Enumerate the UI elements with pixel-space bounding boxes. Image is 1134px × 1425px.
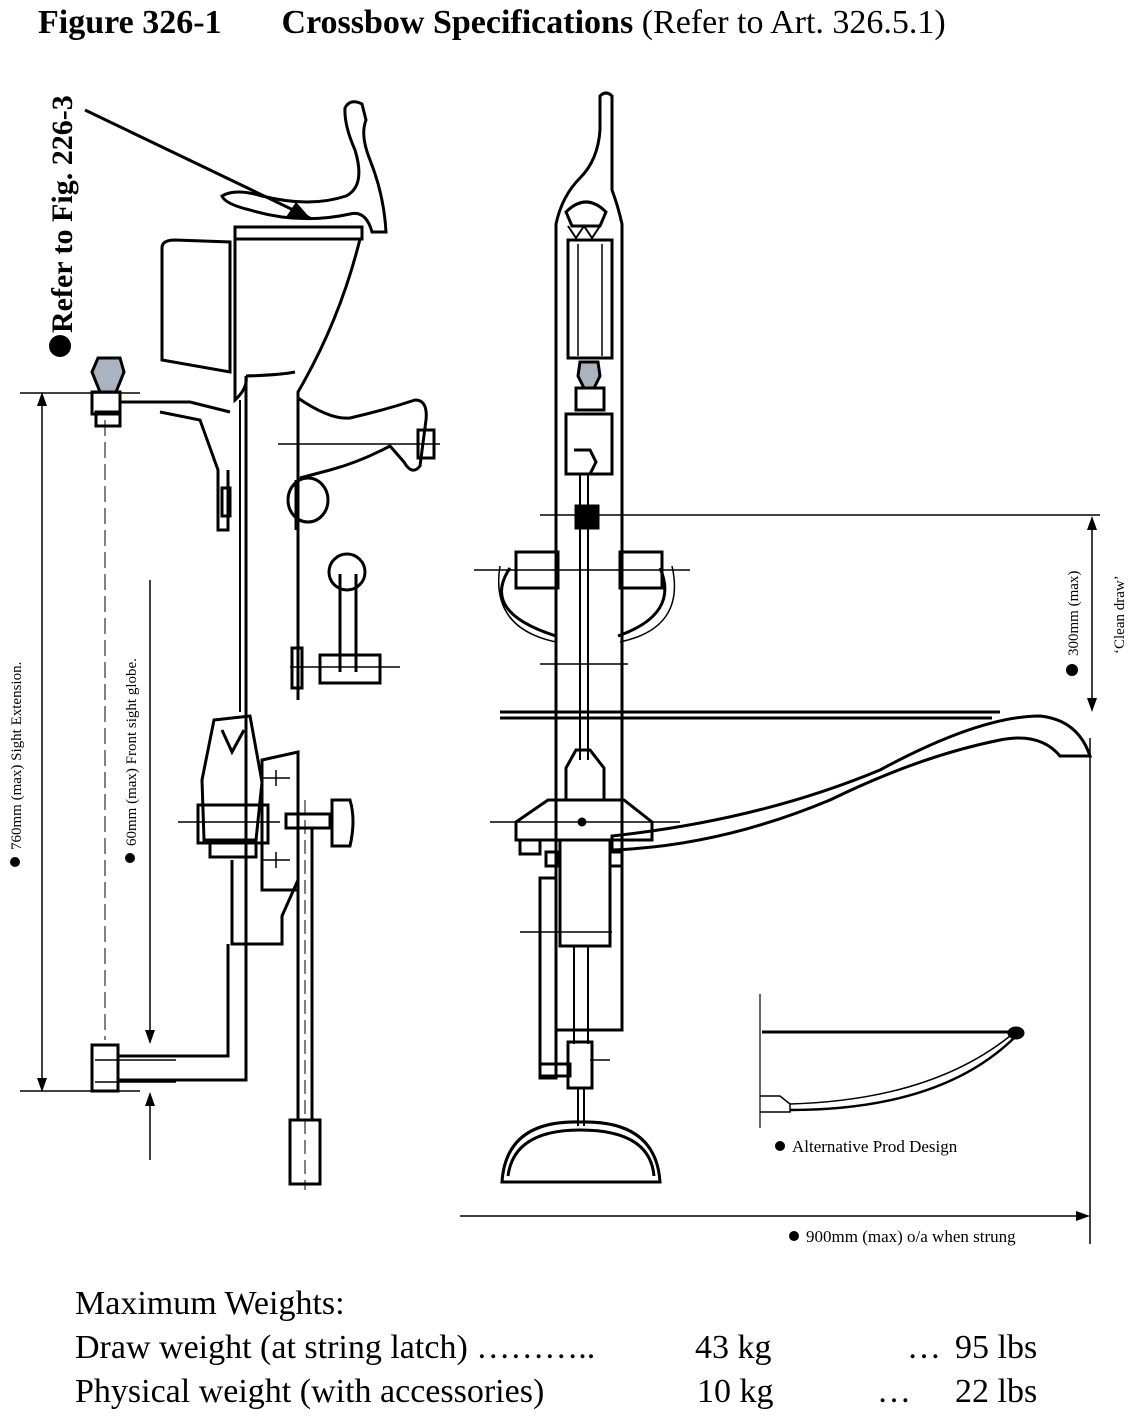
crossbow-drawing: Refer to Fig. 226-3 760mm (max) Sight Ex… [9,91,1128,1246]
draw-weight-kg: 43 kg [695,1329,772,1366]
physical-weight-sep: … [877,1373,911,1410]
alternative-prod-label: Alternative Prod Design [792,1137,958,1156]
alternative-prod-inset [759,994,1025,1128]
figure-number: Figure 326-1 [38,4,222,41]
figure-title: Figure 326-1 Crossbow Specifications (Ref… [38,4,946,42]
draw-weight-sep: … [907,1329,941,1366]
physical-weight-label: Physical weight (with accessories) [75,1373,545,1410]
side-view [20,100,440,1190]
top-view [460,91,1100,1244]
annotation-labels: Refer to Fig. 226-3 760mm (max) Sight Ex… [9,95,1128,1246]
front-sight-label: 60mm (max) Front sight globe. [124,658,140,846]
overall-length-label: 900mm (max) o/a when strung [806,1227,1016,1246]
weights-heading: Maximum Weights: [75,1285,345,1322]
figure-reference: (Refer to Art. 326.5.1) [641,4,946,41]
physical-weight-kg: 10 kg [697,1373,774,1410]
figure-name: Crossbow Specifications [281,4,634,41]
refer-fig-label: Refer to Fig. 226-3 [46,95,79,333]
sight-extension-label: 760mm (max) Sight Extension. [9,662,25,850]
clean-draw-dimension: 300mm (max) [1066,571,1082,656]
draw-weight-lbs: 95 lbs [955,1329,1038,1366]
physical-weight-lbs: 22 lbs [955,1373,1038,1410]
draw-weight-label: Draw weight (at string latch) ……….. [75,1329,596,1366]
clean-draw-label: ‘Clean draw’ [1112,575,1128,654]
